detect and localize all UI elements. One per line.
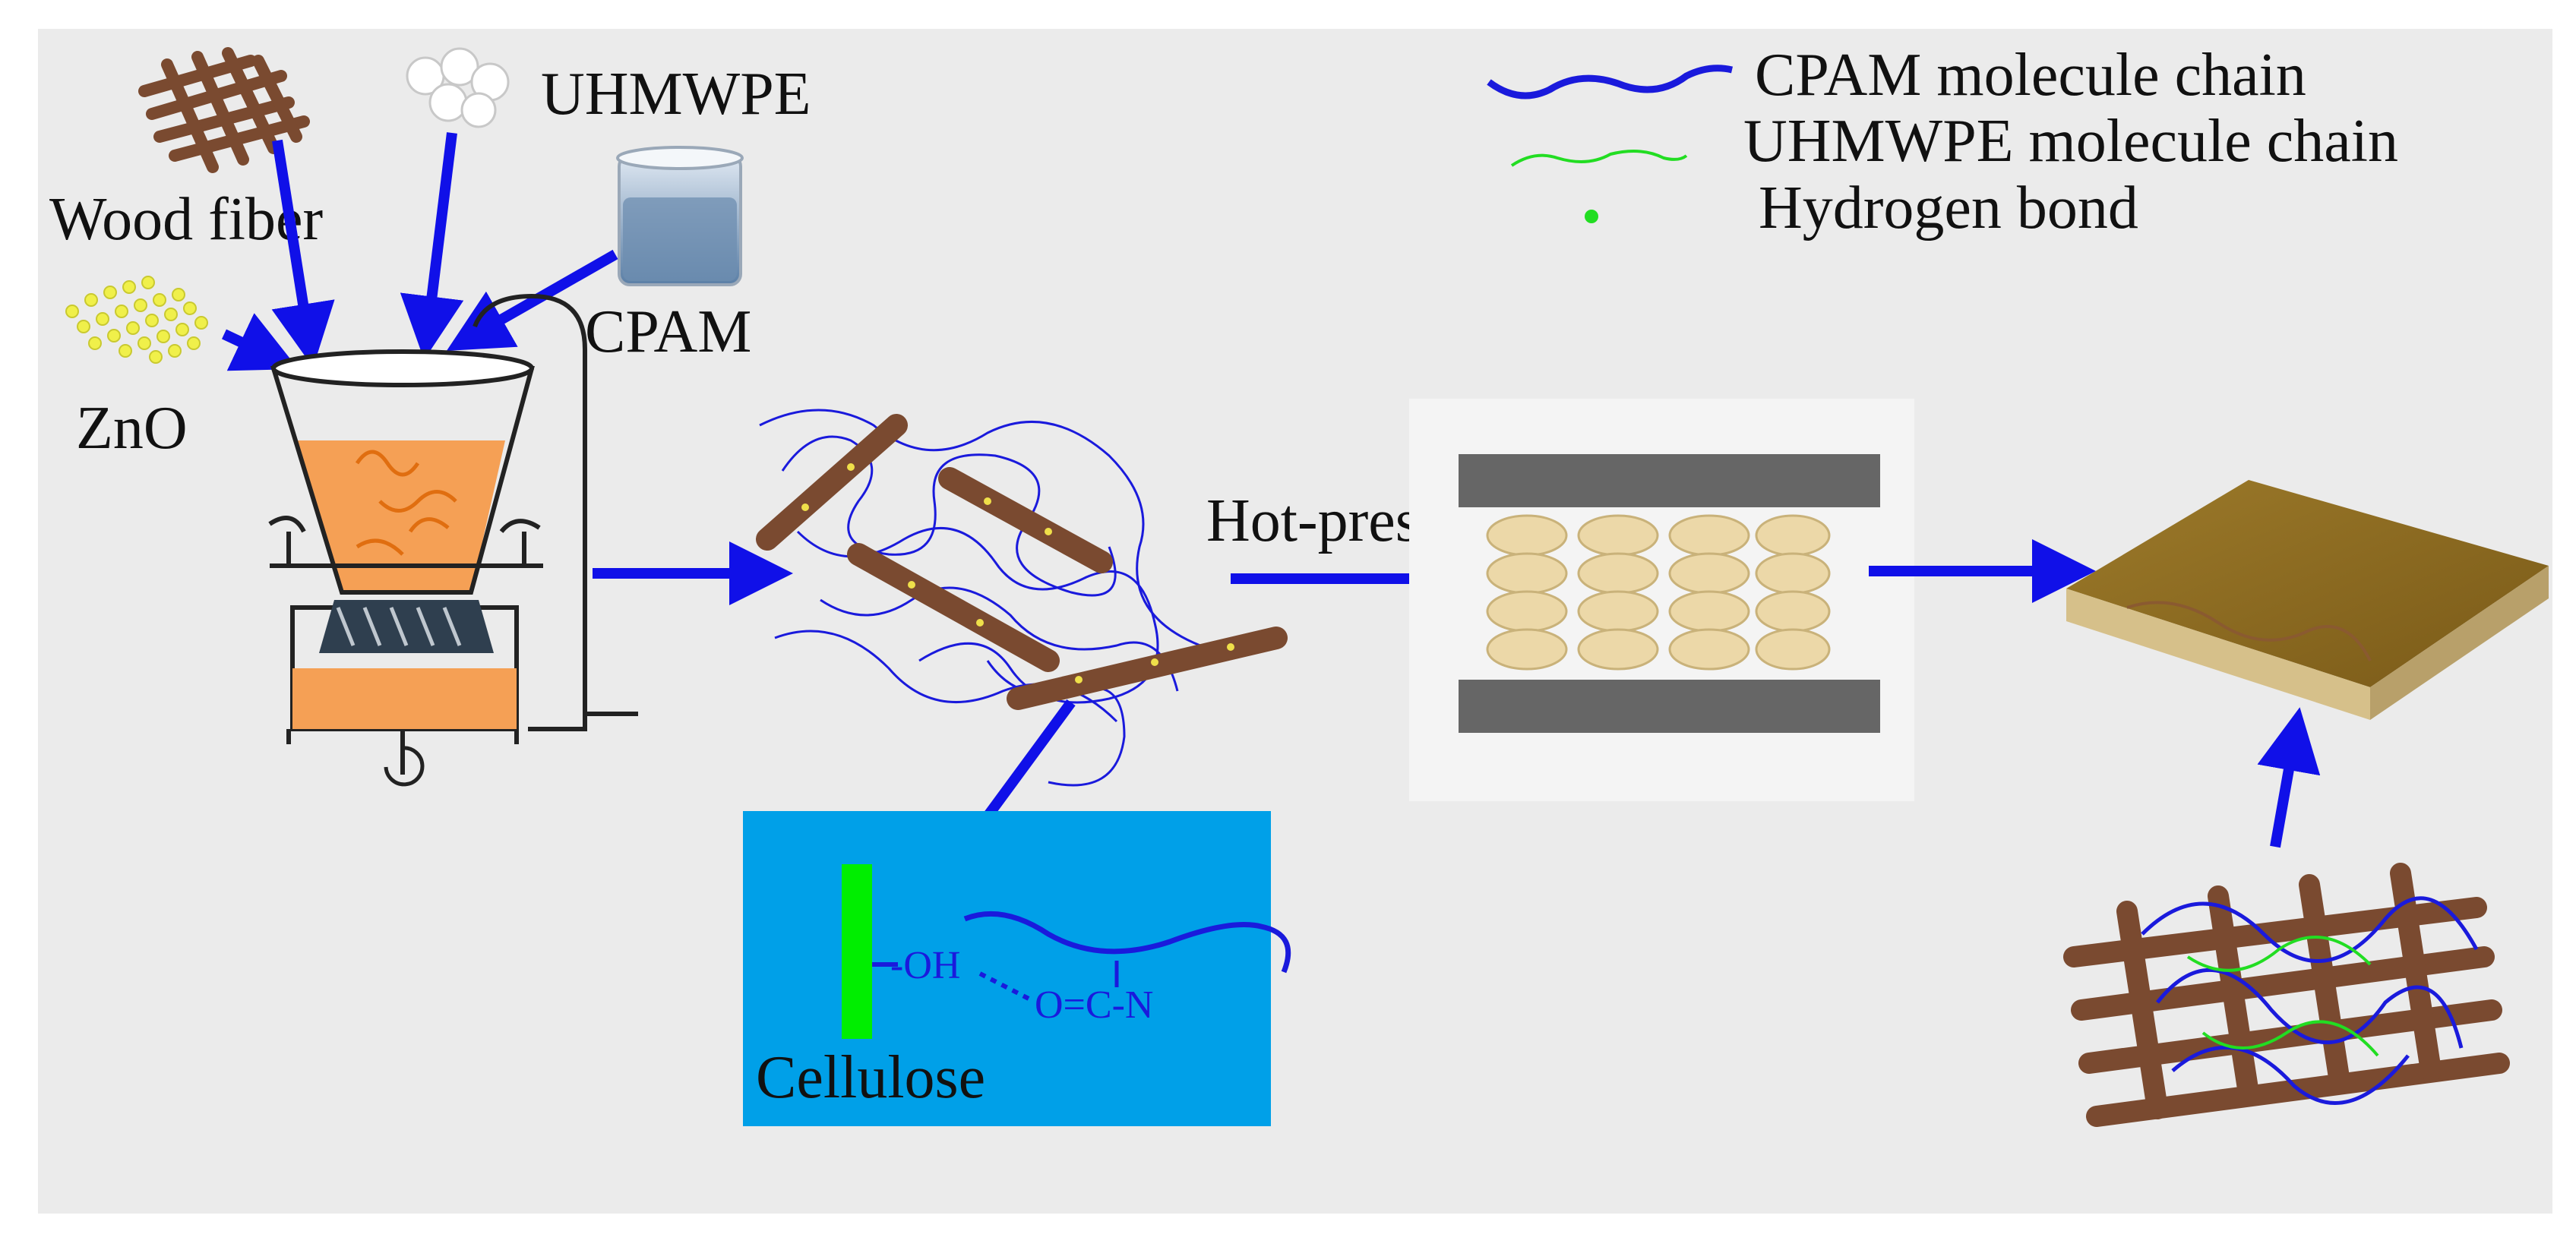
zno-particle (88, 336, 102, 350)
lower-press-plate (1459, 680, 1880, 733)
hydroxyl-group-label: -OH (890, 944, 960, 987)
legend: CPAM molecule chain UHMWPE molecule chai… (1487, 42, 2398, 241)
zno-particle (164, 308, 178, 321)
zno-particle (141, 276, 155, 289)
zno-particle (65, 305, 79, 318)
composite-board (2066, 480, 2549, 720)
zno-particle (168, 344, 182, 358)
zno-particle (115, 305, 128, 318)
zno-particle (137, 336, 151, 350)
zno-particle (107, 329, 121, 342)
zno-particle (96, 312, 109, 326)
zno-particle (183, 301, 197, 315)
cellulose-label: Cellulose (756, 1044, 985, 1111)
zno-particles-icon (65, 276, 208, 364)
legend-hydrogen-bond-label: Hydrogen bond (1759, 175, 2138, 241)
feed-arrows (222, 132, 618, 371)
wood-fiber-icon (138, 47, 310, 173)
zno-particle (194, 316, 208, 330)
zno-particle (77, 320, 90, 333)
zno-particle (156, 330, 170, 343)
zno-particle (153, 293, 166, 307)
legend-uhmwpe-swatch (1510, 150, 1688, 167)
amide-group-label: O=C-N (1035, 983, 1153, 1027)
upper-press-plate (1459, 454, 1880, 507)
zno-particle (175, 323, 189, 336)
zno-particle (122, 280, 136, 294)
zno-particle (84, 293, 98, 307)
zno-particle (149, 350, 163, 364)
zno-particle (119, 344, 132, 358)
zno-particle (145, 314, 159, 327)
legend-hydrogen-bond-swatch (1585, 210, 1598, 223)
legend-cpam-label: CPAM molecule chain (1755, 42, 2306, 109)
board-microstructure (2063, 863, 2510, 1127)
legend-uhmwpe-label: UHMWPE molecule chain (1743, 108, 2398, 175)
zno-particle (134, 298, 147, 312)
zno-label: ZnO (76, 395, 188, 462)
uhmwpe-particles-icon (406, 47, 510, 128)
zno-particle (187, 336, 201, 350)
uhmwpe-label: UHMWPE (541, 61, 811, 128)
hot-press-device (1409, 399, 1914, 801)
mixer-vessel (268, 293, 638, 787)
wood-fiber-label: Wood fiber (49, 186, 323, 253)
zno-particle (172, 288, 185, 301)
cpam-label: CPAM (585, 298, 751, 365)
legend-cpam-swatch (1487, 65, 1734, 99)
hydrogen-bond-inset: -OH O=C-N Cellulose (743, 811, 1291, 1126)
cpam-beaker-icon (616, 146, 744, 286)
arrow-structure-to-board (2257, 707, 2321, 848)
zno-particle (126, 321, 140, 335)
fiber-polymer-network (756, 409, 1288, 787)
zno-particle (103, 286, 117, 299)
cellulose-bar (842, 864, 872, 1039)
hot-press-label: Hot-press (1206, 488, 1443, 554)
